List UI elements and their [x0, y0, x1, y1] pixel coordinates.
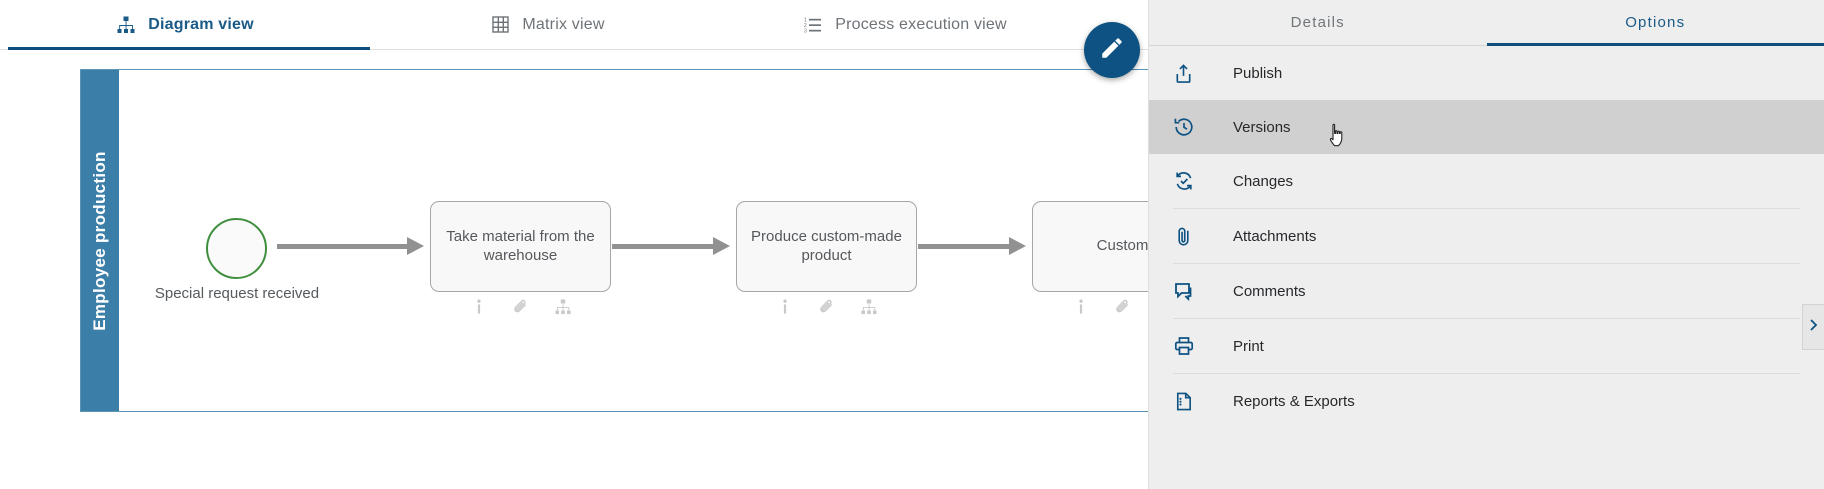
menu-divider — [1173, 318, 1800, 319]
menu-divider — [1173, 208, 1800, 209]
task-label: Take material from the warehouse — [446, 227, 595, 264]
start-event-label: Special request received — [154, 285, 320, 302]
svg-text:2: 2 — [804, 23, 807, 29]
sequence-flow-3 — [918, 244, 1009, 249]
menu-item-versions[interactable]: Versions — [1149, 100, 1824, 154]
menu-item-label: Versions — [1233, 118, 1291, 136]
main-area: Diagram view Matrix view — [0, 0, 1148, 489]
paperclip-icon[interactable] — [818, 298, 836, 316]
hierarchy-icon[interactable] — [554, 298, 572, 316]
hierarchy-icon — [116, 15, 136, 35]
menu-item-label: Changes — [1233, 172, 1294, 190]
menu-item-print[interactable]: Print — [1149, 319, 1824, 373]
task-badge-row — [736, 298, 917, 316]
svg-text:1: 1 — [804, 17, 807, 23]
panel-collapse-toggle[interactable] — [1802, 304, 1824, 350]
edit-fab-button[interactable] — [1084, 22, 1140, 78]
task-node[interactable]: Custom — [1032, 201, 1148, 292]
ordered-list-icon: 1 2 3 — [803, 15, 823, 35]
sync-check-icon — [1173, 169, 1211, 193]
lane-header-employee-production: Employee production — [81, 70, 119, 411]
history-clock-icon — [1173, 115, 1211, 139]
tab-diagram-view[interactable]: Diagram view — [0, 0, 370, 50]
options-menu: Publish Versions — [1149, 46, 1824, 428]
paperclip-icon — [1173, 224, 1211, 248]
side-panel: Details Options Publish — [1148, 0, 1824, 489]
menu-item-attachments[interactable]: Attachments — [1149, 209, 1824, 263]
info-icon[interactable] — [776, 298, 794, 316]
task-badge-row — [1032, 298, 1148, 316]
sequence-flow-2 — [612, 244, 713, 249]
sequence-flow-1 — [277, 244, 407, 249]
printer-icon — [1173, 334, 1211, 358]
view-tabbar: Diagram view Matrix view — [0, 0, 1148, 50]
menu-item-label: Attachments — [1233, 227, 1317, 245]
share-upload-icon — [1173, 61, 1211, 85]
side-tab-label: Details — [1290, 14, 1345, 31]
comment-icon — [1173, 279, 1211, 303]
menu-divider — [1173, 373, 1800, 374]
menu-item-publish[interactable]: Publish — [1149, 46, 1824, 100]
tab-details[interactable]: Details — [1149, 0, 1487, 45]
tab-matrix-view[interactable]: Matrix view — [370, 0, 725, 50]
side-tab-label: Options — [1625, 14, 1686, 31]
hierarchy-icon[interactable] — [860, 298, 878, 316]
tab-label: Process execution view — [835, 15, 1007, 33]
task-badge-row — [430, 298, 611, 316]
paperclip-icon[interactable] — [512, 298, 530, 316]
menu-item-comments[interactable]: Comments — [1149, 264, 1824, 318]
diagram-canvas[interactable]: Employee production Special request rece… — [0, 51, 1148, 489]
arrowhead-3 — [1009, 237, 1026, 255]
info-icon[interactable] — [470, 298, 488, 316]
menu-item-label: Print — [1233, 337, 1264, 355]
task-label: Produce custom-made product — [751, 227, 902, 264]
chevron-right-icon — [1808, 318, 1819, 337]
menu-item-label: Reports & Exports — [1233, 392, 1355, 410]
tab-label: Matrix view — [522, 15, 605, 33]
bpmn-pool: Employee production Special request rece… — [80, 69, 1148, 412]
task-label: Custom — [1096, 237, 1148, 255]
side-panel-tabs: Details Options — [1149, 0, 1824, 46]
menu-item-label: Publish — [1233, 64, 1283, 82]
menu-divider — [1173, 263, 1800, 264]
tab-options[interactable]: Options — [1486, 0, 1824, 46]
menu-item-label: Comments — [1233, 282, 1306, 300]
start-event-node[interactable] — [206, 218, 267, 279]
arrowhead-1 — [407, 237, 424, 255]
task-node[interactable]: Take material from the warehouse — [430, 201, 611, 292]
tab-active-underline — [8, 47, 370, 50]
info-icon[interactable] — [1072, 298, 1090, 316]
menu-item-reports-exports[interactable]: Reports & Exports — [1149, 374, 1824, 428]
pencil-icon — [1099, 35, 1125, 66]
tab-process-execution-view[interactable]: 1 2 3 Process execution view — [725, 0, 1085, 50]
arrowhead-2 — [713, 237, 730, 255]
menu-item-changes[interactable]: Changes — [1149, 154, 1824, 208]
lane-label: Employee production — [90, 150, 109, 331]
svg-text:3: 3 — [804, 28, 807, 34]
tab-label: Diagram view — [148, 15, 254, 33]
grid-icon — [490, 15, 510, 35]
paperclip-icon[interactable] — [1114, 298, 1132, 316]
document-icon — [1173, 389, 1211, 413]
task-node[interactable]: Produce custom-made product — [736, 201, 917, 292]
